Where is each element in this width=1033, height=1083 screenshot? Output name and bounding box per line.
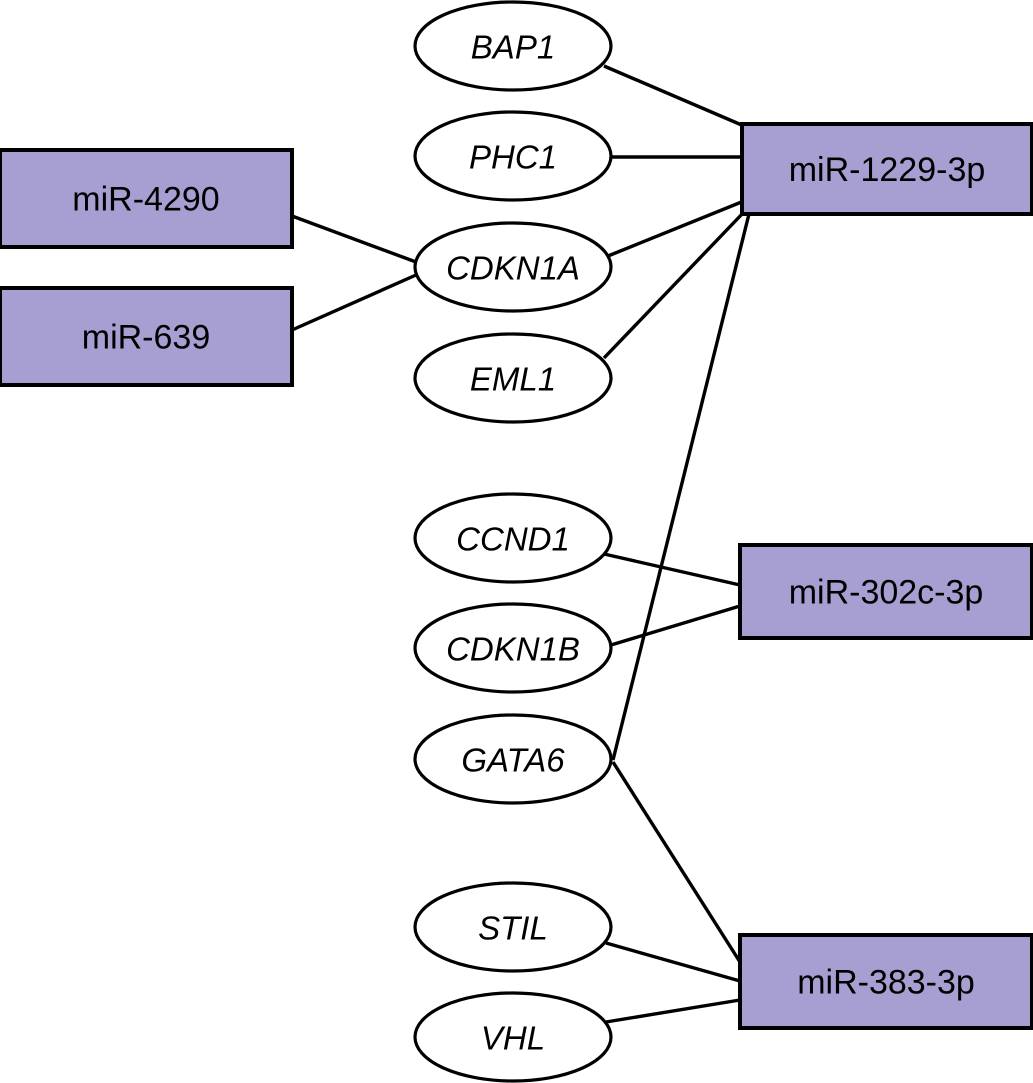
edges-group: [291, 64, 751, 1024]
gene-node-gata6[interactable]: GATA6: [413, 713, 613, 805]
gene-ellipse-shape-ccnd1: [413, 492, 613, 584]
gene-node-vhl[interactable]: VHL: [413, 991, 613, 1083]
gene-label-vhl: VHL: [481, 1020, 545, 1057]
edge-ccnd1-to-mir-302c-3p: [603, 552, 741, 587]
edge-gata6-to-mir-1229-3p: [611, 213, 751, 761]
edge-cdkn1a-to-mir-1229-3p: [607, 199, 745, 258]
edge-bap1-to-mir-1229-3p: [603, 64, 745, 128]
gene-ellipse-shape-eml1: [413, 332, 613, 424]
gene-label-stil: STIL: [478, 910, 548, 947]
mirna-label-mir-1229-3p: miR-1229-3p: [789, 151, 986, 189]
mirna-rect-shape-mir-4290: [0, 148, 294, 249]
gene-node-stil[interactable]: STIL: [413, 881, 613, 973]
mirna-rect-shape-mir-383-3p: [738, 933, 1033, 1030]
gene-label-ccnd1: CCND1: [456, 521, 570, 558]
edge-mir-4290-to-cdkn1a: [291, 214, 417, 264]
edge-cdkn1b-to-mir-302c-3p: [610, 604, 741, 647]
edge-mir-639-to-cdkn1a: [291, 273, 417, 332]
gene-label-cdkn1a: CDKN1A: [446, 250, 580, 287]
gene-ellipse-shape-bap1: [413, 0, 613, 92]
edge-eml1-to-mir-1229-3p: [602, 210, 746, 360]
gene-node-bap1[interactable]: BAP1: [413, 0, 613, 92]
mirna-label-mir-383-3p: miR-383-3p: [797, 964, 975, 1002]
mirna-rect-shape-mir-302c-3p: [738, 543, 1033, 640]
mirna-label-mir-302c-3p: miR-302c-3p: [789, 574, 984, 612]
gene-node-cdkn1b[interactable]: CDKN1B: [413, 602, 613, 694]
edge-stil-to-mir-383-3p: [605, 941, 741, 983]
edge-vhl-to-mir-383-3p: [605, 998, 741, 1024]
gene-ellipse-shape-phc1: [413, 110, 613, 202]
mirna-node-mir-383-3p[interactable]: miR-383-3p: [738, 933, 1033, 1030]
gene-ellipse-shape-gata6: [413, 713, 613, 805]
mirna-label-mir-639: miR-639: [82, 319, 210, 357]
gene-node-phc1[interactable]: PHC1: [413, 110, 613, 202]
gene-label-eml1: EML1: [470, 361, 556, 398]
mirna-node-mir-4290[interactable]: miR-4290: [0, 148, 294, 249]
gene-ellipse-shape-cdkn1a: [413, 221, 613, 313]
gene-node-ccnd1[interactable]: CCND1: [413, 492, 613, 584]
gene-label-bap1: BAP1: [471, 29, 555, 66]
mirna-node-mir-302c-3p[interactable]: miR-302c-3p: [738, 543, 1033, 640]
mirna-node-mir-639[interactable]: miR-639: [0, 286, 294, 387]
mirna-rect-shape-mir-639: [0, 286, 294, 387]
mirna-node-mir-1229-3p[interactable]: miR-1229-3p: [740, 122, 1033, 216]
gene-label-gata6: GATA6: [461, 742, 565, 779]
gene-ellipse-shape-cdkn1b: [413, 602, 613, 694]
gene-node-eml1[interactable]: EML1: [413, 332, 613, 424]
gene-node-cdkn1a[interactable]: CDKN1A: [413, 221, 613, 313]
mirna-label-mir-4290: miR-4290: [72, 181, 219, 219]
edge-gata6-to-mir-383-3p: [611, 761, 742, 963]
gene-ellipse-shape-vhl: [413, 991, 613, 1083]
gene-label-phc1: PHC1: [469, 139, 557, 176]
gene-ellipse-shape-stil: [413, 881, 613, 973]
gene-label-cdkn1b: CDKN1B: [446, 631, 580, 668]
mirna-rect-shape-mir-1229-3p: [740, 122, 1033, 216]
